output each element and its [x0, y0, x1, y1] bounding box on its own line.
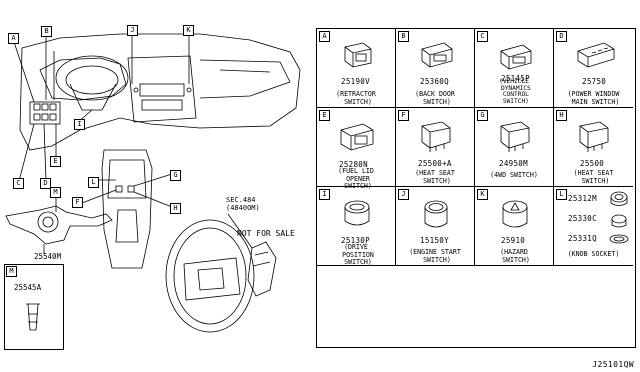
fuel-lid-switch-icon: [340, 123, 374, 151]
cell-key: E: [319, 110, 330, 121]
vdc-switch-icon: [500, 44, 532, 70]
m-inset-box: [4, 264, 64, 350]
cell-part-number: 25312M: [568, 194, 597, 203]
cell-part-number: 15150Y: [420, 236, 449, 245]
cell-part-name: (DRIVE POSITION SWITCH): [342, 243, 374, 266]
cell-A: A 25190V (RETRACTOR SWITCH): [317, 29, 396, 108]
cell-key: F: [398, 110, 409, 121]
cell-part-name: (POWER WINDOW MAIN SWITCH): [567, 90, 620, 106]
drive-position-switch-icon: [344, 200, 370, 226]
cell-part-name: (FUEL LID OPENER SWITCH): [338, 167, 374, 190]
cell-I: I 25130P (DRIVE POSITION SWITCH): [317, 187, 396, 266]
back-door-switch-icon: [421, 42, 453, 68]
cell-part-number: 25130P: [341, 236, 370, 245]
cell-C: C 25145P (VEHICLE DYNAMICS CONTROL SWITC…: [475, 29, 554, 108]
cell-part-number: 25750: [582, 77, 607, 86]
cell-part-number: 25360Q: [420, 77, 449, 86]
cell-part-name: (VEHICLE DYNAMICS CONTROL SWITCH): [499, 78, 531, 105]
parts-grid: A 25190V (RETRACTOR SWITCH) B 25360Q (BA…: [316, 28, 636, 348]
cell-part-number: 25500+A: [418, 159, 452, 168]
cell-L: L 25312M 25330C 25331Q (KNOB SOCKET): [554, 187, 633, 266]
cell-part-number: 25190V: [341, 77, 370, 86]
cell-part-name: (BACK DOOR SWITCH): [415, 90, 455, 106]
cell-part-name: (4WD SWITCH): [490, 171, 538, 179]
callout-M: M: [50, 187, 61, 198]
section-line-2: (4840OM): [226, 204, 260, 212]
cell-K: K 25910 (HAZARD SWITCH): [475, 187, 554, 266]
callout-J: J: [127, 25, 138, 36]
cell-part-number: 25331Q: [568, 234, 597, 243]
cell-key: C: [477, 31, 488, 42]
cell-part-number: 25500: [580, 159, 605, 168]
not-for-sale-label: NOT FOR SALE: [237, 229, 295, 238]
callout-G: G: [170, 170, 181, 181]
cell-part-number: 24950M: [499, 159, 528, 168]
cell-G: G 24950M (4WD SWITCH): [475, 108, 554, 187]
combination-switch-part: 25540M: [34, 252, 62, 261]
callout-B: B: [41, 26, 52, 37]
engine-start-switch-icon: [424, 200, 448, 228]
cell-part-name: (RETRACTOR SWITCH): [336, 90, 376, 106]
section-line-1: SEC.484: [226, 196, 256, 204]
4wd-switch-icon: [500, 121, 530, 152]
cell-part-number: 25145P: [501, 74, 530, 83]
cell-key: A: [319, 31, 330, 42]
m-inset-part: 25545A: [14, 283, 42, 292]
section-reference: SEC.484 (4840OM): [226, 196, 260, 212]
cell-part-name: (HEAT SEAT SWITCH): [415, 169, 455, 185]
cell-key: G: [477, 110, 488, 121]
callout-D: D: [40, 178, 51, 189]
cell-key: H: [556, 110, 567, 121]
cell-key: L: [556, 189, 567, 200]
power-window-switch-icon: [577, 42, 615, 68]
dashboard-illustration: [5, 30, 301, 333]
cell-part-name: (ENGINE START SWITCH): [409, 248, 461, 264]
callout-L: L: [88, 177, 99, 188]
cell-part-number: 25910: [501, 236, 526, 245]
callout-E: E: [50, 156, 61, 167]
diagram-code: J25101QW: [592, 360, 634, 369]
cell-part-name: (KNOB SOCKET): [567, 250, 620, 258]
hazard-switch-icon: [502, 200, 528, 228]
cell-E: E 25280N (FUEL LID OPENER SWITCH): [317, 108, 396, 190]
knob-socket-icon: [609, 191, 629, 244]
callout-I: I: [74, 119, 85, 130]
cell-part-number: 25280N: [339, 160, 368, 169]
cell-H: H 25500 (HEAT SEAT SWITCH): [554, 108, 633, 187]
cell-key: D: [556, 31, 567, 42]
cell-key: J: [398, 189, 409, 200]
retractor-switch-icon: [344, 42, 372, 68]
m-inset-key: M: [6, 266, 17, 277]
cell-key: K: [477, 189, 488, 200]
cell-key: I: [319, 189, 330, 200]
cell-part-number: 25330C: [568, 214, 597, 223]
cell-part-name: (HEAT SEAT SWITCH): [573, 169, 614, 185]
callout-H: H: [170, 203, 181, 214]
callout-A: A: [8, 33, 19, 44]
cell-D: D 25750 (POWER WINDOW MAIN SWITCH): [554, 29, 633, 108]
cell-J: J 15150Y (ENGINE START SWITCH): [396, 187, 475, 266]
cell-F: F 25500+A (HEAT SEAT SWITCH): [396, 108, 475, 187]
cell-part-name: (HAZARD SWITCH): [500, 248, 530, 264]
heat-seat-switch-icon: [579, 121, 609, 152]
cell-key: B: [398, 31, 409, 42]
heat-seat-switch-icon: [421, 121, 451, 152]
callout-C: C: [13, 178, 24, 189]
cell-B: B 25360Q (BACK DOOR SWITCH): [396, 29, 475, 108]
callout-F: F: [72, 197, 83, 208]
callout-K: K: [183, 25, 194, 36]
